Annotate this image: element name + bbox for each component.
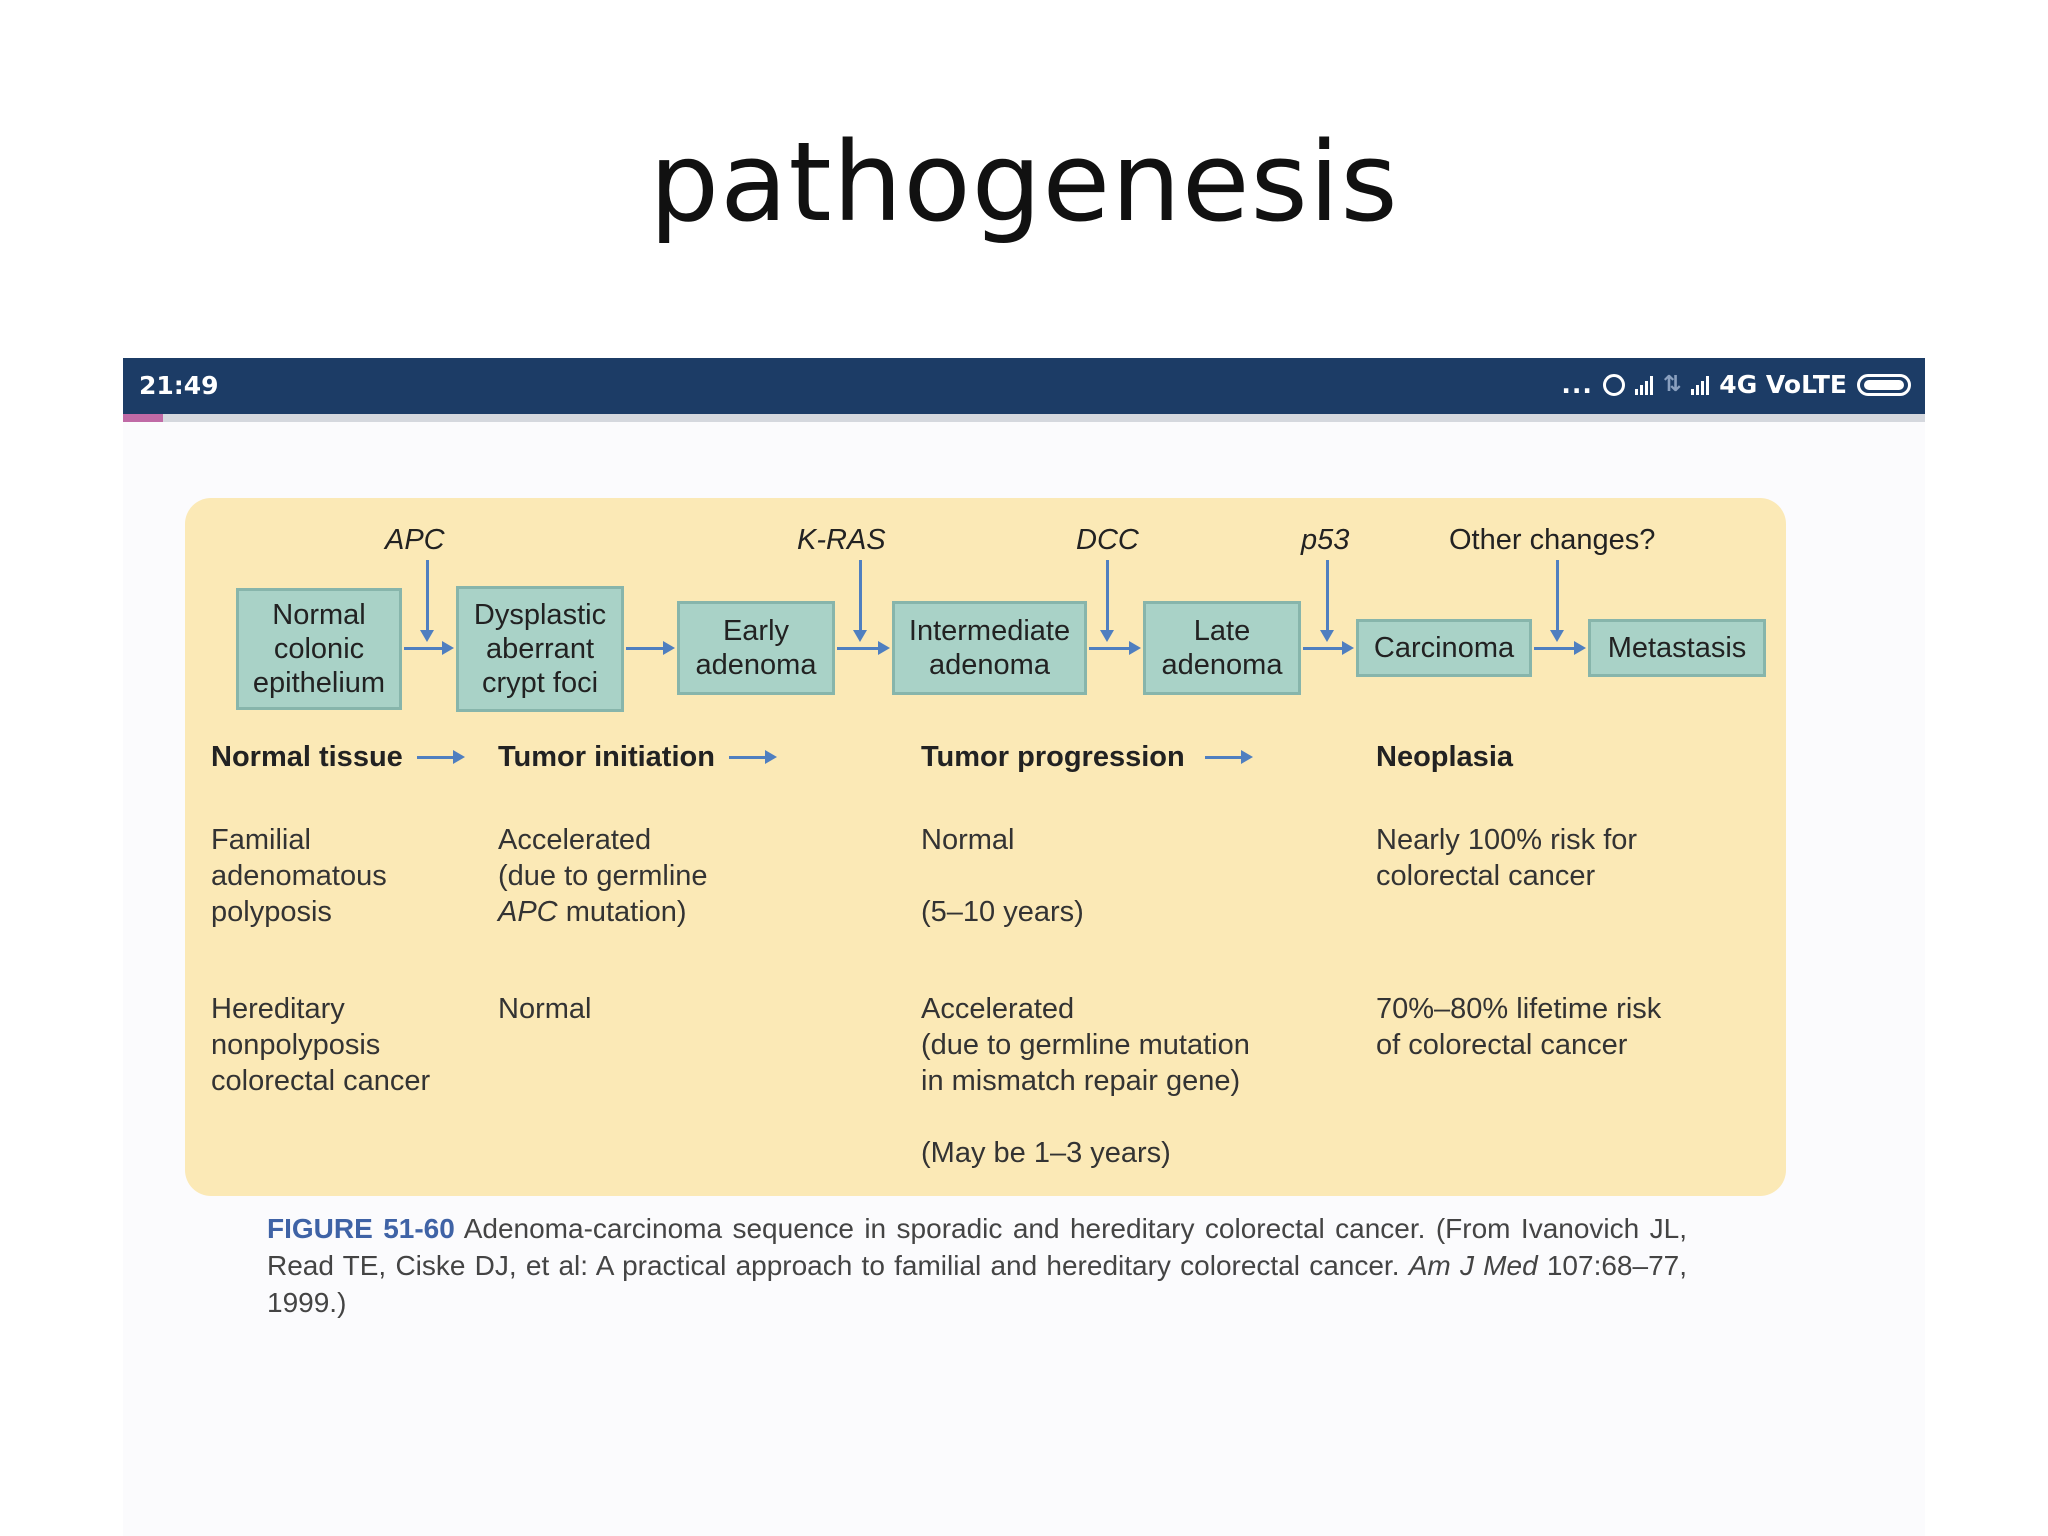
other-changes-arrow: [1550, 560, 1564, 642]
status-time: 21:49: [139, 371, 219, 400]
reading-progress-bar: [123, 414, 1925, 422]
box-late-adenoma: Late adenoma: [1143, 601, 1301, 695]
box-intermediate-adenoma: Intermediate adenoma: [892, 601, 1087, 695]
network-label: 4G VoLTE: [1719, 370, 1847, 399]
data-transfer-icon: ⇅: [1662, 372, 1682, 397]
stage-arrow-3: [1205, 750, 1253, 764]
diagram-panel: APC K-RAS DCC p53 Other changes? Normal …: [185, 498, 1786, 1196]
hnpcc-initiation: Normal: [498, 993, 592, 1025]
gene-label-p53: p53: [1301, 524, 1350, 556]
stage-arrow-2: [729, 750, 777, 764]
kras-arrow: [853, 560, 867, 642]
fap-condition: Familial adenomatous polyposis: [211, 824, 387, 928]
fap-neoplasia: Nearly 100% risk for colorectal cancer: [1376, 824, 1638, 892]
arrow-3: [837, 641, 890, 655]
dcc-arrow: [1100, 560, 1114, 642]
stage-arrow-1: [417, 750, 465, 764]
figure-label: FIGURE 51-60: [267, 1213, 455, 1244]
progress-fill: [123, 414, 163, 422]
box-dysplastic-crypt-foci: Dysplastic aberrant crypt foci: [456, 586, 624, 712]
box-carcinoma: Carcinoma: [1356, 619, 1532, 677]
gene-label-other: Other changes?: [1449, 524, 1656, 556]
arrow-2: [626, 641, 675, 655]
p53-arrow: [1320, 560, 1334, 642]
phone-screenshot: 21:49 ... ⇅ 4G VoLTE APC K-RAS DCC p53 O…: [123, 358, 1925, 1536]
signal-icon-2: [1691, 375, 1710, 395]
box-early-adenoma: Early adenoma: [677, 601, 835, 695]
box-metastasis: Metastasis: [1588, 619, 1766, 677]
stage-tumor-initiation: Tumor initiation: [498, 741, 715, 773]
fap-progression: Normal (5–10 years): [921, 824, 1084, 928]
fap-initiation: Accelerated (due to germline APC mutatio…: [498, 824, 708, 928]
gene-label-kras: K-RAS: [797, 524, 886, 556]
status-bar: 21:49 ... ⇅ 4G VoLTE: [123, 358, 1925, 414]
gene-label-apc: APC: [385, 524, 445, 556]
box-normal-epithelium: Normal colonic epithelium: [236, 588, 402, 710]
figure-caption: FIGURE 51-60 Adenoma-carcinoma sequence …: [267, 1213, 1688, 1318]
gene-label-dcc: DCC: [1076, 524, 1139, 556]
arrow-1: [404, 641, 454, 655]
arrow-5: [1303, 641, 1354, 655]
stage-normal-tissue: Normal tissue: [211, 741, 403, 773]
alarm-icon: [1602, 373, 1625, 396]
stage-neoplasia: Neoplasia: [1376, 741, 1513, 773]
hnpcc-progression: Accelerated (due to germline mutation in…: [921, 993, 1250, 1169]
signal-icon: [1634, 375, 1653, 395]
arrow-4: [1089, 641, 1141, 655]
slide-title: pathogenesis: [649, 118, 1399, 246]
hnpcc-neoplasia: 70%–80% lifetime risk of colorectal canc…: [1376, 993, 1662, 1061]
stage-tumor-progression: Tumor progression: [921, 741, 1185, 773]
hnpcc-condition: Hereditary nonpolyposis colorectal cance…: [211, 993, 431, 1097]
status-icons: ... ⇅ 4G VoLTE: [1561, 370, 1911, 399]
arrow-6: [1534, 641, 1586, 655]
apc-arrow: [420, 560, 434, 642]
battery-icon: [1857, 373, 1911, 396]
more-dots-icon: ...: [1561, 370, 1593, 399]
